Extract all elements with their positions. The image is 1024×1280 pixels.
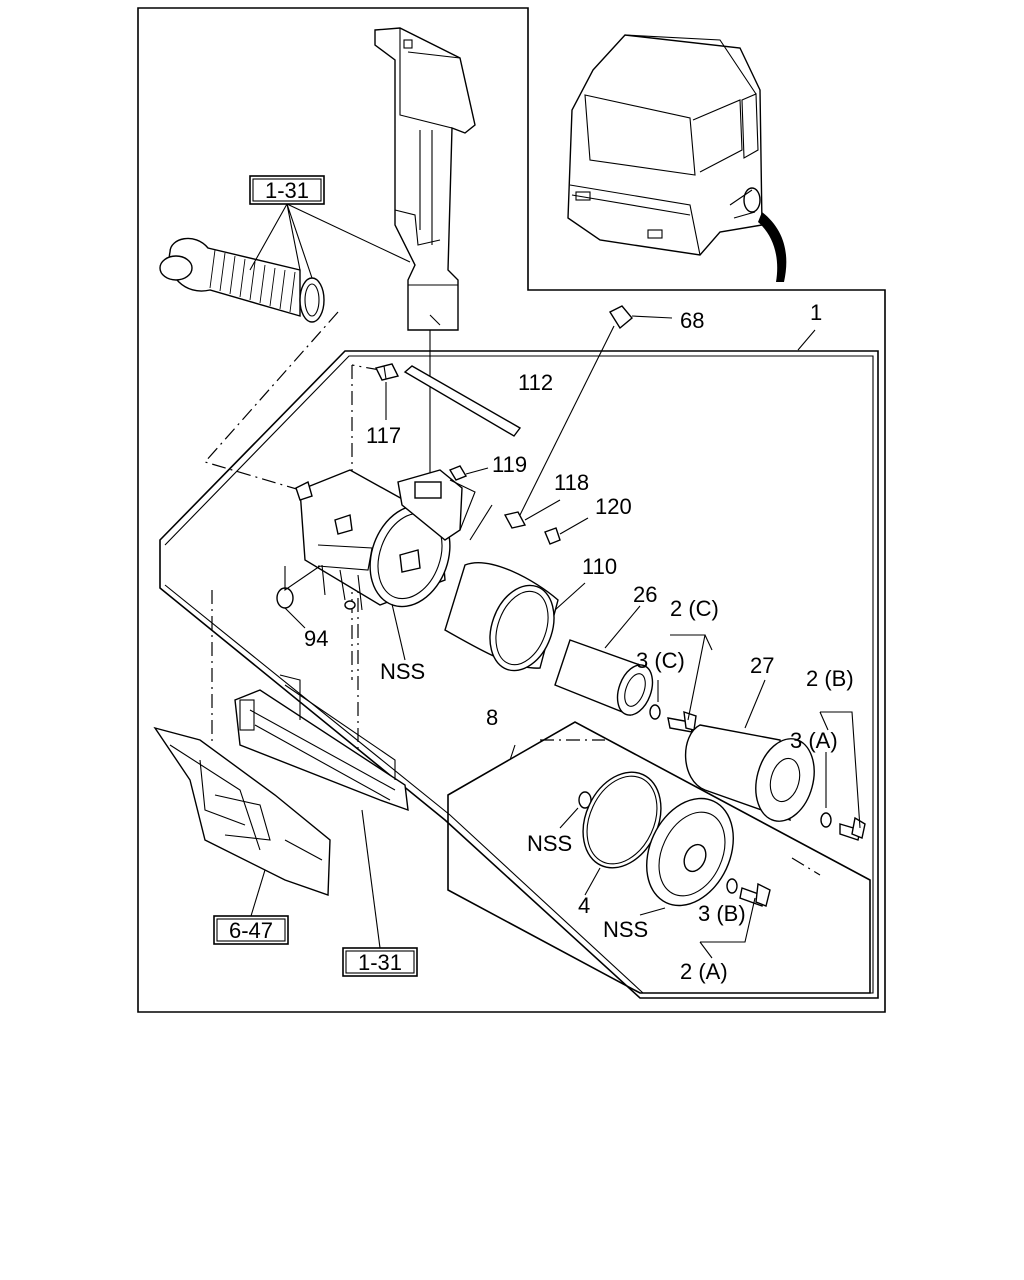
intake-snorkel <box>374 27 476 331</box>
hose-112 <box>403 365 522 437</box>
plug-68 <box>608 305 633 330</box>
callout-2a: 2 (A) <box>680 959 728 984</box>
callout-112: 112 <box>518 370 553 395</box>
air-cleaner-housing <box>295 469 463 611</box>
outer-frame <box>137 7 886 1013</box>
callout-nss-cover: NSS <box>603 917 648 942</box>
wingbolt-2c <box>667 710 697 733</box>
chain-hose-to-housing <box>203 311 339 491</box>
callout-118: 118 <box>554 470 589 495</box>
callout-27: 27 <box>750 653 774 678</box>
washer-3c <box>649 704 661 720</box>
bracket-118 <box>503 511 527 529</box>
assembly-1-boundary-inner <box>164 355 874 994</box>
chain-2B <box>791 857 821 876</box>
callout-110: 110 <box>582 554 617 579</box>
element-110 <box>444 562 559 672</box>
callout-1: 1 <box>810 300 822 325</box>
washer-3b <box>726 878 738 894</box>
element-26 <box>554 639 654 716</box>
cover-nss <box>646 797 734 907</box>
mounting-bracket <box>234 674 409 812</box>
clip-94 <box>276 587 294 609</box>
washer-3a <box>820 812 832 828</box>
nut-120 <box>544 527 561 545</box>
callout-8: 8 <box>486 705 498 730</box>
callout-3a: 3 (A) <box>790 728 838 753</box>
callout-2c: 2 (C) <box>670 596 719 621</box>
callout-68: 68 <box>680 308 704 333</box>
callout-117: 117 <box>366 423 401 448</box>
ref-6-47: 6-47 <box>229 918 273 943</box>
truck-cab-illustration <box>567 34 787 282</box>
callout-120: 120 <box>595 494 632 519</box>
callout-119: 119 <box>492 452 527 477</box>
callout-26: 26 <box>633 582 657 607</box>
subassembly-8-boundary <box>447 721 871 994</box>
assembly-1-boundary <box>159 350 879 999</box>
cab-side-panel <box>153 726 331 896</box>
callout-2b: 2 (B) <box>806 666 854 691</box>
wingbolt-2a <box>739 882 771 907</box>
ref-top-leaders <box>249 203 411 279</box>
callout-94: 94 <box>304 626 328 651</box>
wingbolt-2b <box>839 816 866 841</box>
bolt-119 <box>448 465 468 481</box>
callout-nss-housing: NSS <box>380 659 425 684</box>
fitting-117 <box>374 363 400 381</box>
element-27 <box>684 724 815 822</box>
ref-1-31-bottom: 1-31 <box>358 950 402 975</box>
gasket-nss <box>578 791 592 809</box>
callout-3c: 3 (C) <box>636 648 685 673</box>
callout-3b: 3 (B) <box>698 901 746 926</box>
callout-4: 4 <box>578 893 590 918</box>
corrugated-hose <box>159 237 325 323</box>
ref-1-31-top: 1-31 <box>265 178 309 203</box>
callout-nss-ring: NSS <box>527 831 572 856</box>
